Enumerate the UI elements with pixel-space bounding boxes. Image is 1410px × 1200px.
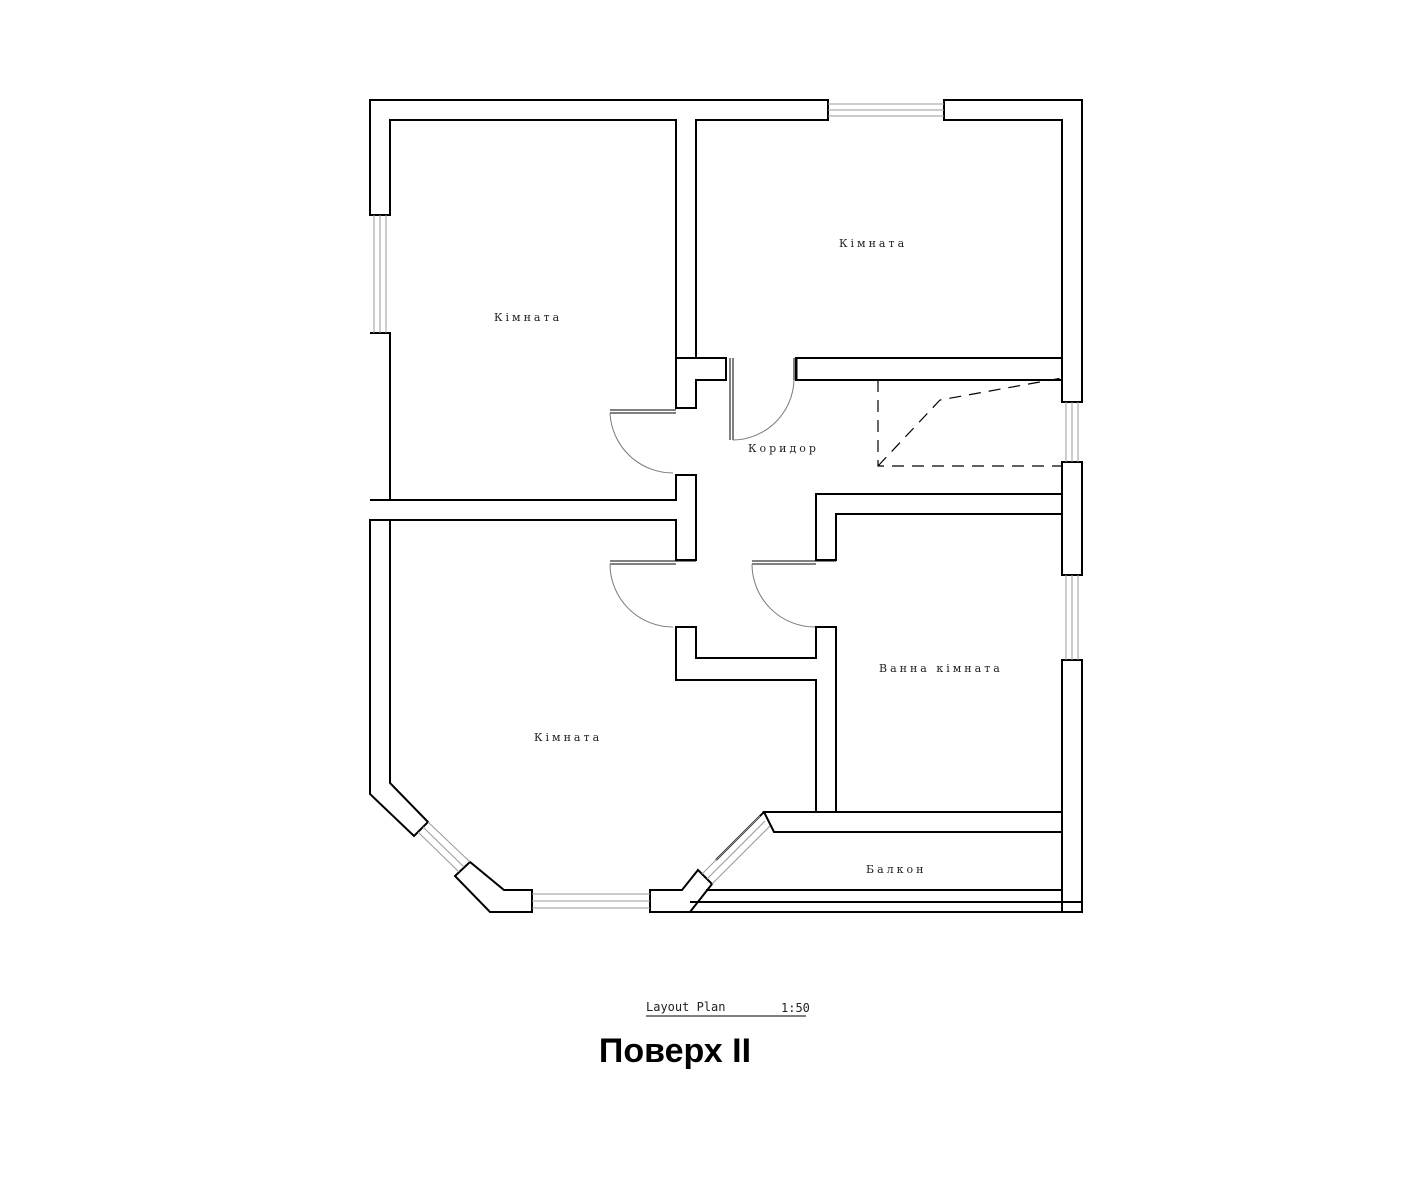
doors (609, 358, 836, 628)
room-label-bottom-left: Кімната (534, 731, 602, 744)
room-label-top-right: Кімната (839, 237, 907, 250)
floor-title: Поверх II (598, 1032, 752, 1070)
plan-name: Layout Plan (646, 1000, 725, 1014)
room-label-top-left: Кімната (494, 311, 562, 324)
interior-walls (390, 357, 1063, 890)
room-label-balcony: Балкон (866, 863, 926, 876)
plan-scale: 1:50 (781, 1001, 810, 1015)
exterior-walls (369, 99, 1083, 913)
windows (373, 103, 1079, 909)
room-label-corridor: Коридор (748, 442, 819, 455)
room-label-bathroom: Ванна кімната (879, 662, 1003, 675)
stair-outline (877, 377, 1063, 467)
